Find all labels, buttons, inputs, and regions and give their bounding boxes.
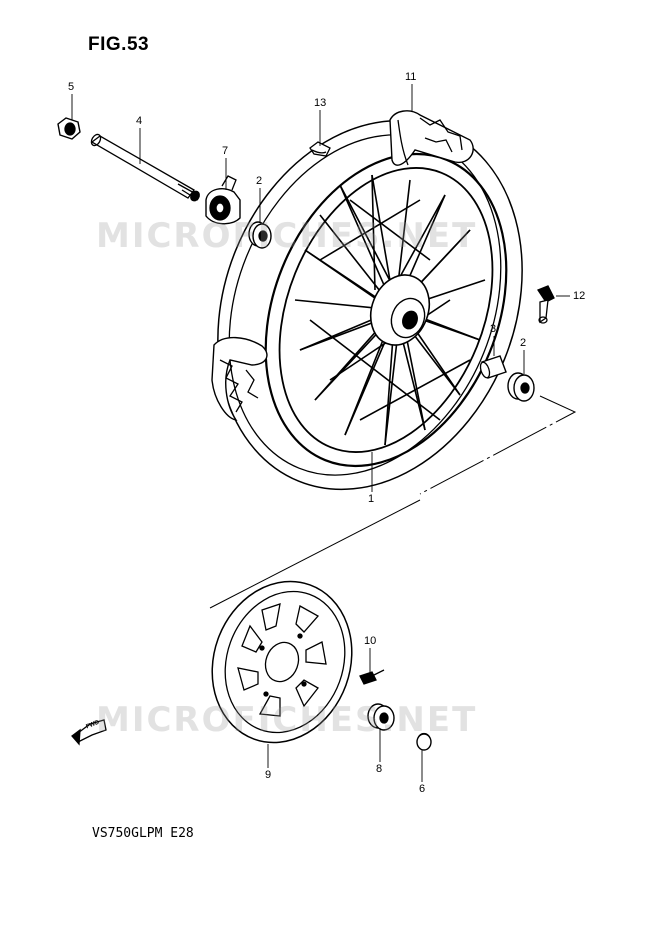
callout-1: 1	[368, 493, 375, 505]
brake-disc	[211, 580, 353, 744]
callout-7: 7	[222, 145, 229, 157]
tire-valve	[537, 285, 555, 324]
callout-12: 12	[573, 290, 586, 302]
wheel-axle	[90, 133, 200, 202]
balance-clip	[309, 141, 331, 157]
callout-5: 5	[68, 81, 75, 93]
callout-3: 3	[490, 323, 497, 335]
disc-vent-slots	[237, 603, 327, 717]
bearing-right	[507, 372, 535, 402]
callout-6: 6	[419, 783, 426, 795]
figure-title: FIG.53	[88, 34, 150, 55]
callout-2-right: 2	[520, 337, 527, 349]
assembly-guide-lines	[209, 395, 577, 609]
fwd-arrow-icon	[71, 719, 107, 746]
wheel-spacer	[479, 355, 507, 379]
speedometer-gearbox	[205, 175, 241, 225]
callout-11: 11	[405, 71, 417, 83]
front-wheel-assembly	[211, 110, 523, 491]
callout-13: 13	[314, 97, 327, 109]
bearing-left	[248, 221, 272, 249]
callout-4: 4	[136, 115, 143, 127]
axle-nut	[57, 117, 81, 140]
callout-9: 9	[265, 769, 272, 781]
disc-collar	[367, 703, 395, 731]
callout-8: 8	[376, 763, 383, 775]
model-code: VS750GLPM E28	[92, 826, 194, 841]
callout-2-left: 2	[256, 175, 263, 187]
leader-lines	[71, 84, 570, 782]
hub-cap	[416, 732, 432, 751]
disc-bolt	[359, 669, 385, 685]
callout-10: 10	[364, 635, 377, 647]
